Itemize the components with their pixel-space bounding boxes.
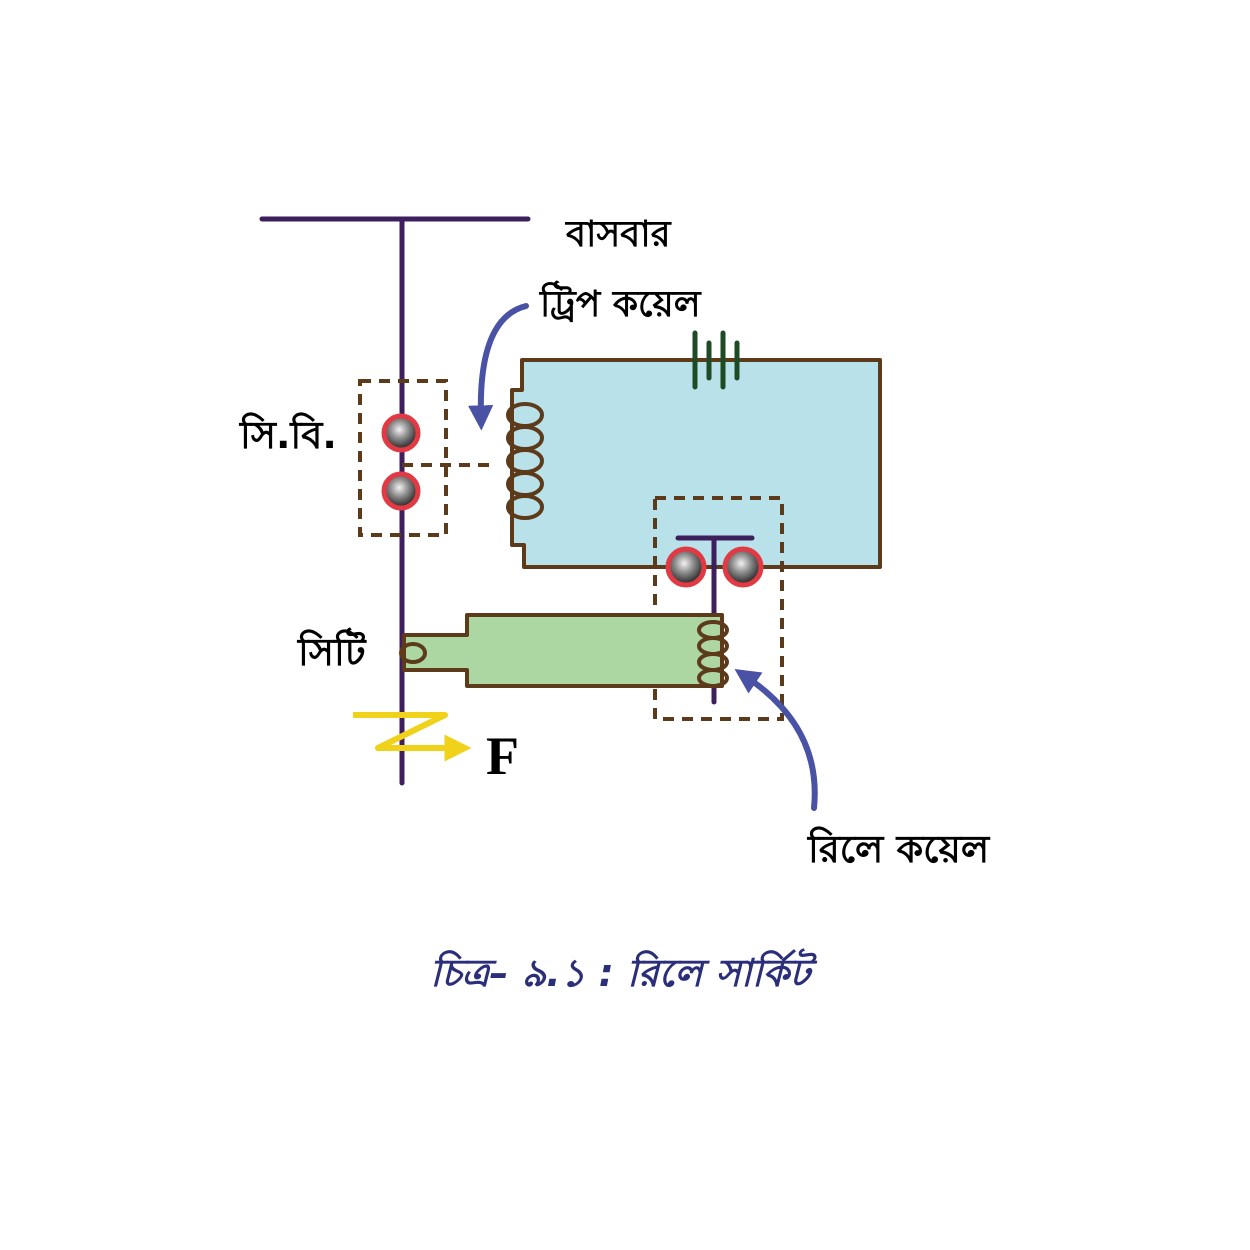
fault-label: F	[486, 726, 519, 786]
circuit-breaker-label: সি.বি.	[238, 412, 337, 457]
trip-coil-label: ট্রিপ কয়েল	[538, 280, 702, 325]
figure-caption: চিত্র– ৯.১ : রিলে সার্কিট	[430, 948, 818, 995]
relay-contact-left	[665, 546, 707, 588]
fault-arrow-icon	[353, 712, 472, 762]
cb-contact-bottom	[381, 471, 421, 511]
cb-contact-top	[381, 413, 421, 453]
relay-coil-label: রিলে কয়েল	[806, 826, 991, 871]
relay-contact-right	[722, 546, 764, 588]
relay-coil-arrow	[734, 669, 818, 811]
trip-coil-icon	[506, 402, 544, 520]
relay-box	[653, 496, 784, 721]
busbar-label: বাসবার	[564, 214, 672, 255]
ct-body	[402, 613, 724, 688]
ct-primary-loop	[399, 642, 427, 664]
relay-coil-icon	[697, 620, 729, 688]
trip-circuit-box	[510, 358, 882, 569]
trip-coil-arrow	[468, 303, 529, 431]
circuit-breaker-box	[358, 379, 448, 537]
battery-icon	[692, 330, 740, 390]
ct-label: সিটি	[296, 627, 367, 674]
